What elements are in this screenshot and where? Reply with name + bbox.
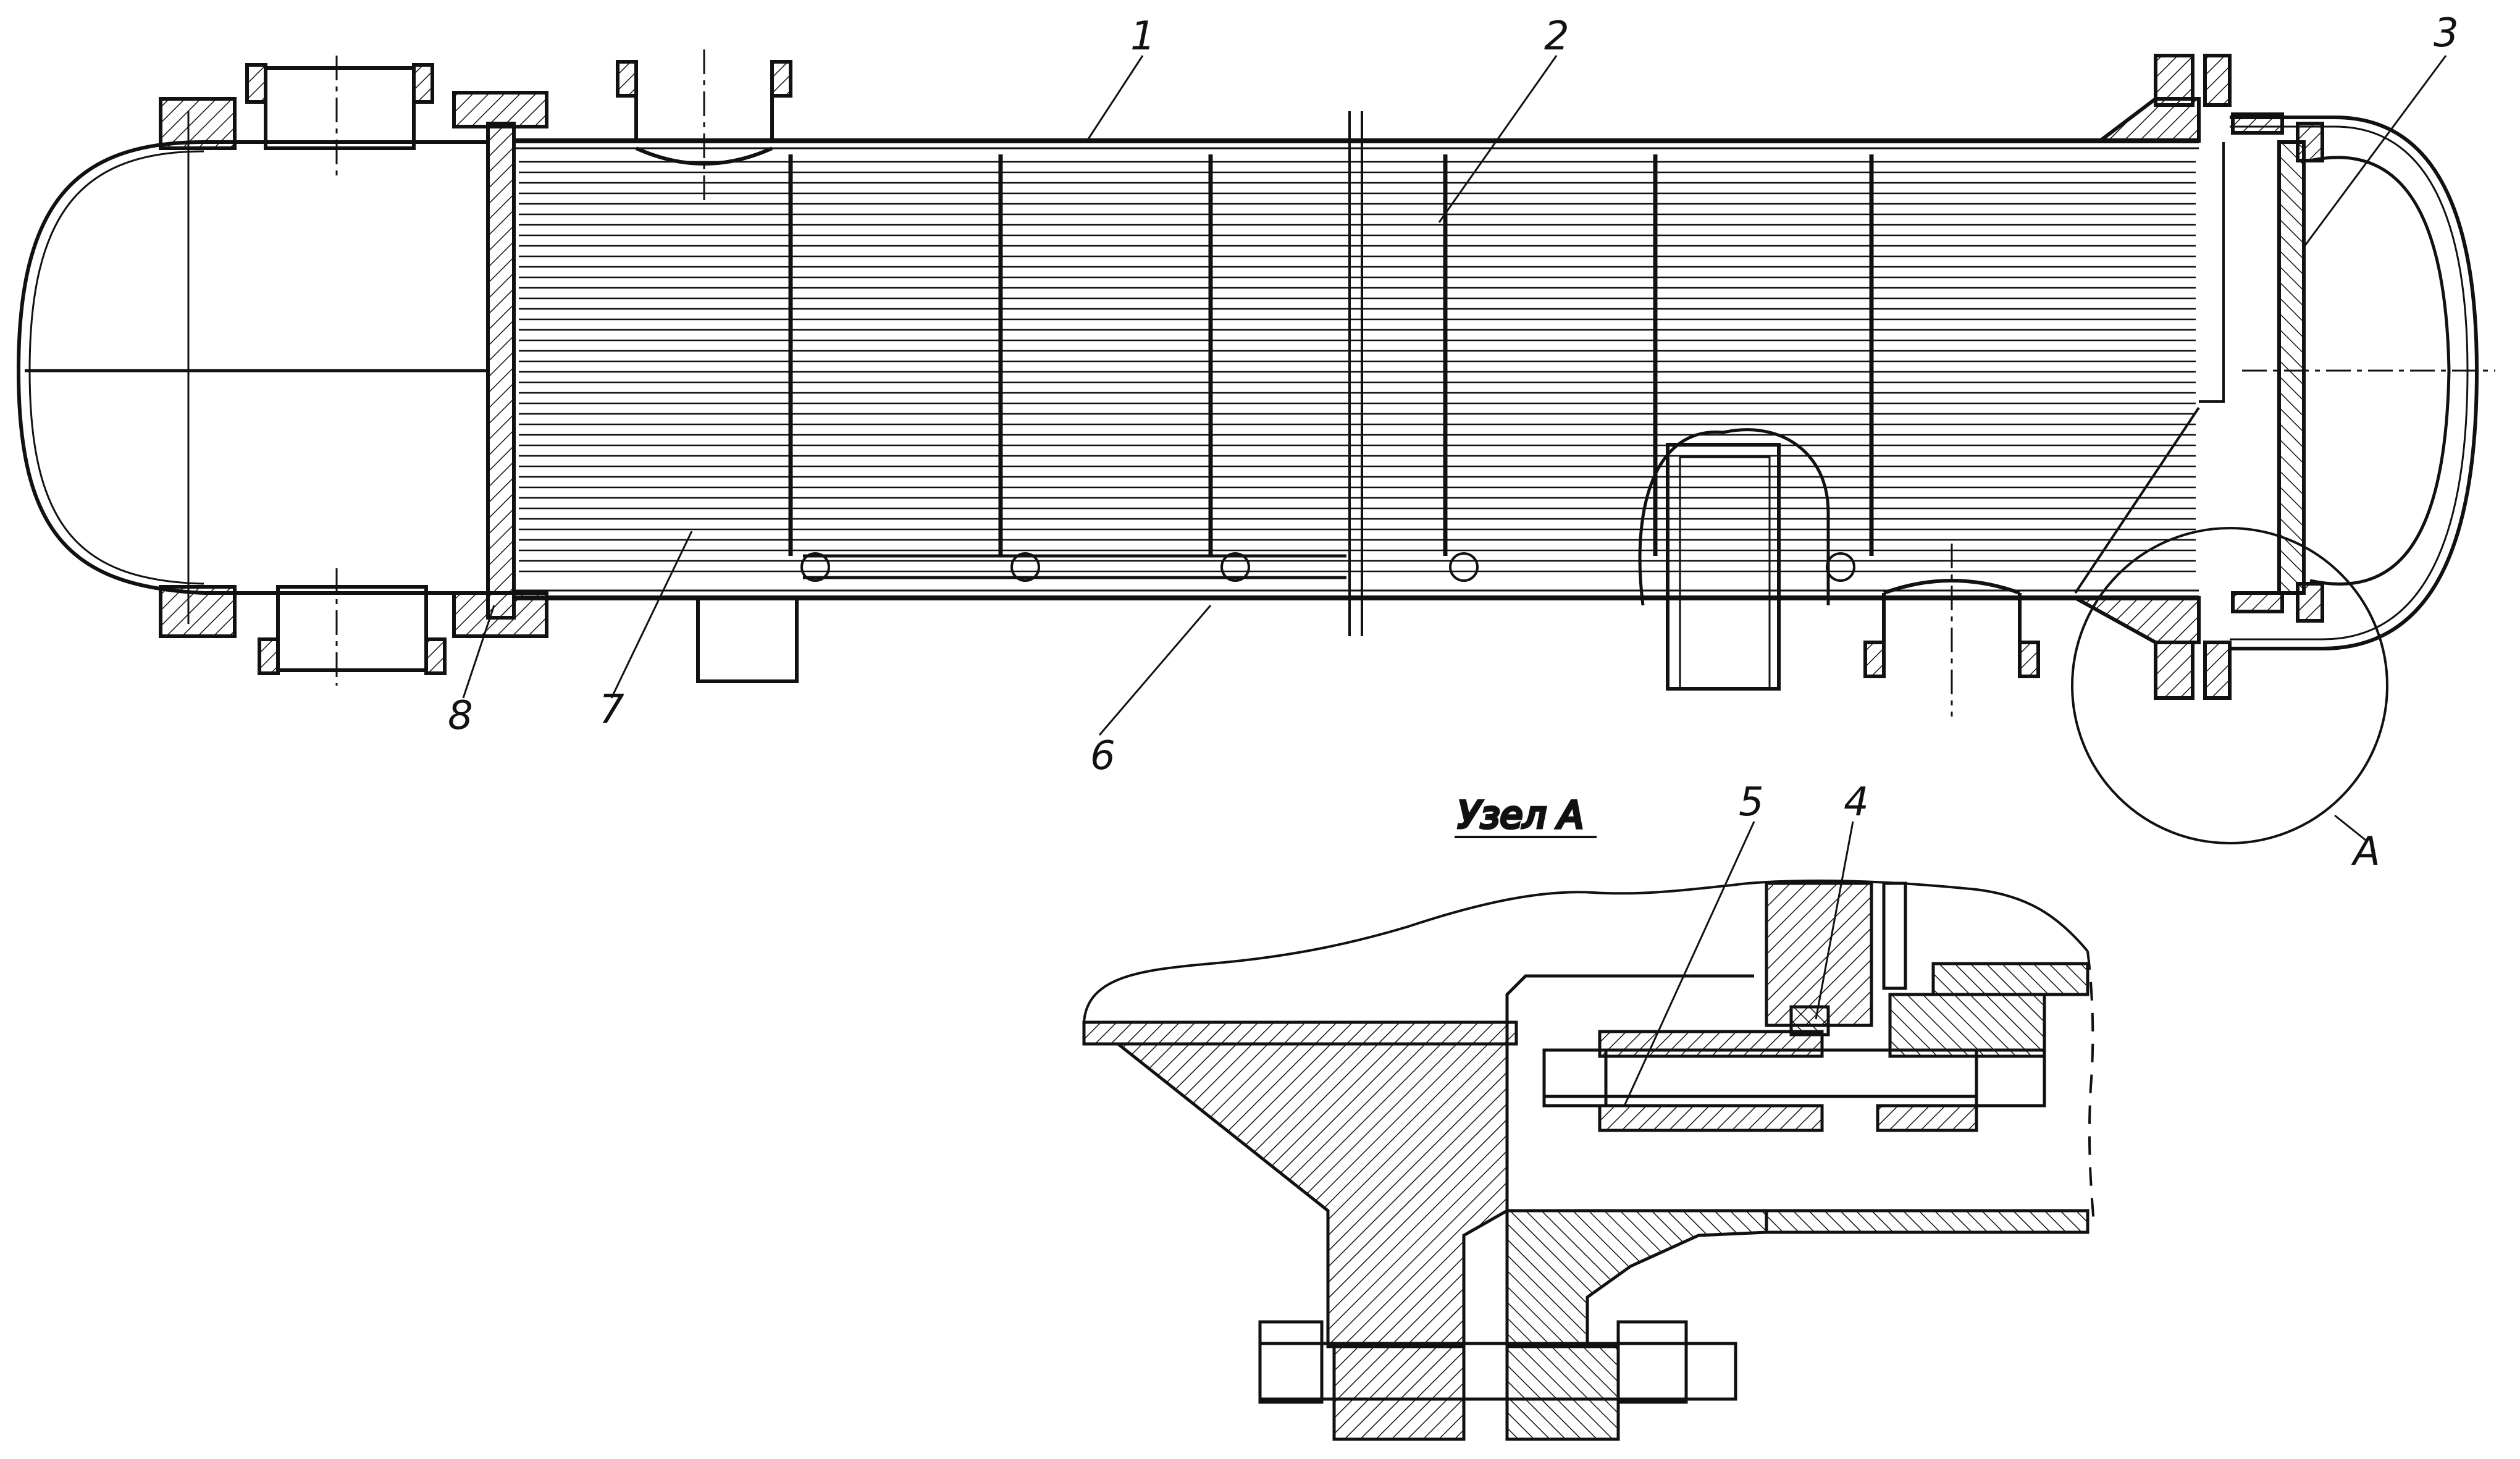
shell-nozzle-bottom — [1863, 544, 2040, 717]
left-head-bottom-flange — [159, 585, 237, 638]
callout-8: 8 — [448, 693, 473, 739]
floating-head-cover — [2309, 156, 2451, 586]
callout-5: 5 — [1739, 780, 1764, 825]
leaders — [462, 55, 2447, 841]
shell-nozzle-top — [616, 49, 792, 204]
detail-cover-flange — [1505, 1209, 1768, 1348]
detail-circle-a — [2071, 527, 2388, 844]
callout-1: 1 — [1130, 14, 1156, 59]
detail-marker-a: A — [2351, 829, 2380, 875]
tube-bundle — [519, 161, 2196, 573]
left-head-top-flange — [159, 97, 237, 150]
callout-6: 6 — [1090, 733, 1115, 779]
tie-rod — [800, 552, 1855, 582]
callout-4: 4 — [1844, 780, 1869, 825]
left-head — [16, 140, 204, 595]
right-outer-head — [2230, 116, 2479, 650]
detail-bolt-lower — [1258, 1320, 1737, 1441]
floating-tube-sheet — [2277, 140, 2306, 595]
vessel — [16, 49, 2495, 844]
detail-shell-flange — [1113, 1042, 1509, 1348]
channel-nozzle-bottom — [258, 568, 447, 686]
callout-7: 7 — [599, 687, 624, 733]
drain-nozzle — [696, 596, 799, 683]
detail-shell-plate — [1082, 1020, 1518, 1046]
detail-callouts: 5 4 — [1739, 780, 1869, 825]
baffles — [788, 154, 1874, 556]
callout-2: 2 — [1544, 14, 1569, 59]
channel-nozzle-top — [245, 56, 434, 179]
support-saddle — [1638, 428, 1830, 691]
detail-title: Узел А — [1458, 794, 1584, 837]
right-shell-flange-bottom — [2068, 596, 2201, 644]
callout-3: 3 — [2434, 11, 2459, 56]
right-shell-flange-top — [2094, 97, 2201, 143]
detail-bolt-upper — [1542, 1030, 2046, 1132]
callout-labels: 1 2 3 6 7 8 A — [448, 11, 2459, 875]
detail-break-outline — [1083, 879, 2089, 1023]
fixed-tube-sheet — [486, 122, 516, 620]
detail-a-view: Узел А — [1082, 793, 2095, 1441]
